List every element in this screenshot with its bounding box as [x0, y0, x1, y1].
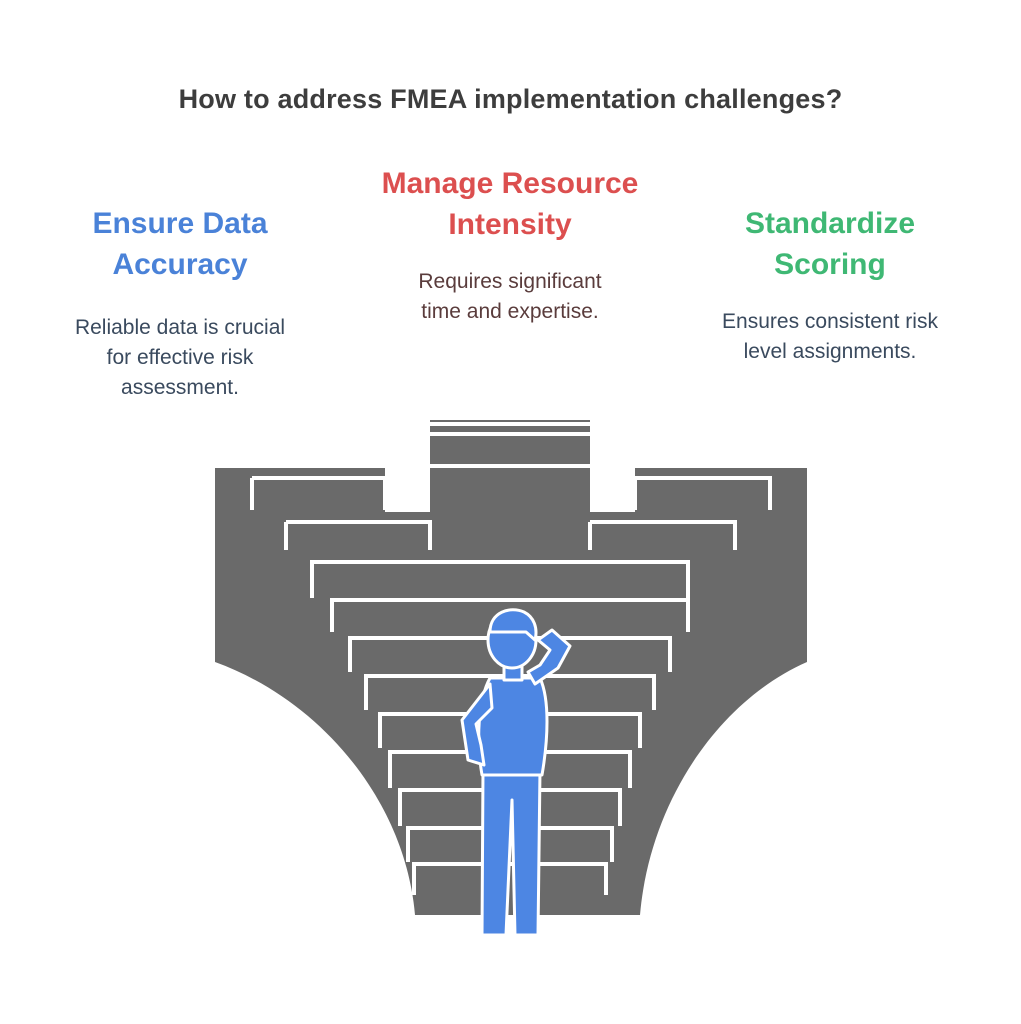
option-heading: Manage Resource Intensity	[355, 163, 665, 245]
option-description: Requires significant time and expertise.	[355, 267, 665, 327]
option-heading-line: Ensure Data	[92, 207, 268, 240]
option-description-line: Requires significant	[418, 270, 602, 293]
option-description-line: level assignments.	[743, 340, 917, 363]
option-heading-line: Intensity	[448, 208, 572, 241]
middle-branch-steps	[430, 422, 590, 468]
stair-step	[310, 560, 690, 598]
option-heading-line: Accuracy	[112, 248, 248, 281]
option-heading: Ensure Data Accuracy	[30, 203, 330, 285]
stair-step	[330, 598, 690, 632]
option-heading-line: Manage Resource	[381, 167, 639, 200]
option-ensure-data-accuracy: Ensure Data Accuracy Reliable data is cr…	[30, 203, 330, 403]
option-heading: Standardize Scoring	[680, 203, 980, 285]
right-branch-steps	[588, 464, 807, 550]
option-heading-line: Standardize	[744, 207, 916, 240]
option-description-line: time and expertise.	[421, 300, 599, 323]
left-branch-steps	[215, 464, 432, 550]
option-description-line: for effective risk	[106, 346, 254, 369]
person-scratching-head-icon	[460, 608, 572, 937]
option-description-line: assessment.	[121, 376, 239, 399]
option-manage-resource-intensity: Manage Resource Intensity Requires signi…	[355, 163, 665, 327]
page-title: How to address FMEA implementation chall…	[178, 84, 843, 114]
option-description-line: Reliable data is crucial	[74, 316, 286, 339]
option-heading-line: Scoring	[774, 248, 886, 281]
option-standardize-scoring: Standardize Scoring Ensures consistent r…	[680, 203, 980, 367]
option-description: Ensures consistent risk level assignment…	[680, 307, 980, 367]
option-description: Reliable data is crucial for effective r…	[30, 313, 330, 403]
option-description-line: Ensures consistent risk	[722, 310, 938, 333]
